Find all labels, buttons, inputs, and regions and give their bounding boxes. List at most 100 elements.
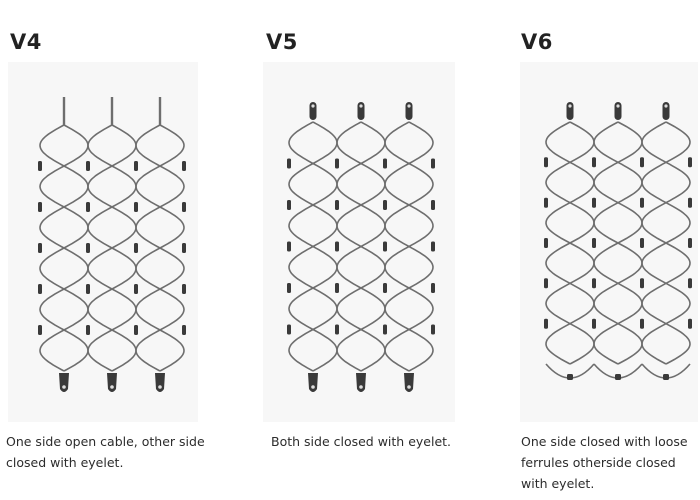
mesh-cable-v5-6 [384, 121, 434, 372]
ferrule-v4-r1-c2 [134, 161, 138, 171]
top-eyelet-v6-1 [566, 102, 574, 120]
bottom-eyelet-hole-v5-3 [407, 385, 411, 389]
ferrule-v4-r1-c3 [182, 161, 186, 171]
ferrule-v6-r4-c0 [544, 278, 548, 289]
bottom-eyelet-hole-v4-3 [158, 385, 162, 389]
bottom-eyelet-hole-v4-1 [62, 385, 66, 389]
variant-title-v6: V6 [521, 30, 553, 54]
top-eyelet-hole-v5-3 [407, 104, 411, 108]
ferrule-v4-r5-c0 [38, 325, 42, 335]
ferrule-v4-r2-c0 [38, 202, 42, 212]
ferrule-v4-r2-c2 [134, 202, 138, 212]
caption-v4-line-2: closed with eyelet. [6, 455, 124, 470]
top-eyelet-hole-v5-2 [359, 104, 363, 108]
ferrule-v4-r1-c0 [38, 161, 42, 171]
ferrule-v6-r1-c1 [592, 157, 596, 168]
ferrule-v4-r4-c2 [134, 284, 138, 294]
mesh-cable-v5-4 [336, 121, 386, 372]
ferrule-v5-r5-c3 [431, 324, 435, 335]
bottom-eyelet-hole-v5-1 [311, 385, 315, 389]
mesh-cable-v5-2 [288, 121, 338, 372]
ferrule-v5-r5-c2 [383, 324, 387, 335]
ferrule-v4-r3-c0 [38, 243, 42, 253]
ferrule-v4-r5-c1 [86, 325, 90, 335]
mesh-cable-v6-6 [641, 121, 691, 365]
ferrule-v6-r3-c3 [688, 238, 692, 248]
ferrule-v5-r3-c2 [383, 241, 387, 252]
caption-v6-line-3: with eyelet. [521, 476, 595, 491]
variant-title-v5: V5 [266, 30, 298, 54]
caption-v6: One side closed with loose ferrules othe… [521, 431, 699, 494]
ferrule-v5-r3-c3 [431, 241, 435, 252]
ferrule-v6-r5-c1 [592, 318, 596, 329]
ferrule-v6-r4-c3 [688, 278, 692, 289]
bottom-eyelet-v4-1 [59, 373, 69, 392]
ferrule-v6-r5-c0 [544, 318, 548, 329]
ferrule-v5-r5-c1 [335, 324, 339, 335]
bottom-eyelet-v4-3 [155, 373, 165, 392]
ferrule-v6-r1-c2 [640, 157, 644, 168]
top-eyelet-v5-2 [357, 102, 365, 120]
ferrule-v6-r1-c0 [544, 157, 548, 168]
bottom-eyelet-v4-2 [107, 373, 117, 392]
loose-ferrule-v6-3 [663, 374, 669, 380]
ferrule-v6-r3-c1 [592, 238, 596, 248]
ferrule-v4-r3-c3 [182, 243, 186, 253]
ferrule-v4-r3-c1 [86, 243, 90, 253]
ferrule-v5-r1-c3 [431, 158, 435, 169]
ferrule-v4-r4-c3 [182, 284, 186, 294]
ferrule-v5-r4-c2 [383, 283, 387, 293]
top-eyelet-v6-3 [662, 102, 670, 120]
bottom-eyelet-v5-3 [404, 373, 414, 392]
caption-v4: One side open cable, other side closed w… [6, 431, 221, 473]
ferrule-v6-r4-c2 [640, 278, 644, 289]
ferrule-v4-r2-c1 [86, 202, 90, 212]
top-eyelet-hole-v6-2 [616, 104, 620, 108]
ferrule-v4-r5-c2 [134, 325, 138, 335]
top-eyelet-v6-2 [614, 102, 622, 120]
ferrule-v4-r3-c2 [134, 243, 138, 253]
ferrule-v4-r4-c0 [38, 284, 42, 294]
ferrule-v4-r4-c1 [86, 284, 90, 294]
ferrule-v5-r1-c2 [383, 158, 387, 169]
ferrule-v5-r4-c3 [431, 283, 435, 293]
top-eyelet-hole-v6-3 [664, 104, 668, 108]
bottom-eyelet-v5-2 [356, 373, 366, 392]
ferrule-v6-r3-c2 [640, 238, 644, 248]
ferrule-v6-r1-c3 [688, 157, 692, 168]
mesh-cable-v4-6 [135, 124, 185, 372]
top-eyelet-v5-3 [405, 102, 413, 120]
caption-v6-line-2: ferrules otherside closed [521, 455, 676, 470]
caption-v5: Both side closed with eyelet. [271, 431, 491, 452]
ferrule-v4-r5-c3 [182, 325, 186, 335]
ferrule-v6-r2-c0 [544, 197, 548, 208]
ferrule-v5-r4-c1 [335, 283, 339, 293]
variant-title-v4: V4 [10, 30, 42, 54]
caption-v4-line-1: One side open cable, other side [6, 434, 205, 449]
ferrule-v5-r2-c0 [287, 200, 291, 210]
ferrule-v5-r2-c2 [383, 200, 387, 210]
ferrule-v6-r2-c2 [640, 197, 644, 208]
loose-ferrule-v6-2 [615, 374, 621, 380]
ferrule-v5-r3-c1 [335, 241, 339, 252]
ferrule-v5-r3-c0 [287, 241, 291, 252]
caption-v6-line-1: One side closed with loose [521, 434, 688, 449]
ferrule-v5-r4-c0 [287, 283, 291, 293]
ferrule-v6-r5-c3 [688, 318, 692, 329]
loose-ferrule-v6-1 [567, 374, 573, 380]
caption-v5-line-1: Both side closed with eyelet. [271, 434, 452, 449]
mesh-cable-v6-2 [545, 121, 595, 365]
mesh-cable-v4-4 [87, 124, 137, 372]
panel-background-v4 [8, 62, 198, 422]
bottom-eyelet-hole-v4-2 [110, 385, 114, 389]
ferrule-v6-r5-c2 [640, 318, 644, 329]
ferrule-v6-r2-c3 [688, 197, 692, 208]
top-eyelet-hole-v5-1 [311, 104, 315, 108]
ferrule-v6-r4-c1 [592, 278, 596, 289]
ferrule-v4-r1-c1 [86, 161, 90, 171]
bottom-eyelet-hole-v5-2 [359, 385, 363, 389]
ferrule-v4-r2-c3 [182, 202, 186, 212]
